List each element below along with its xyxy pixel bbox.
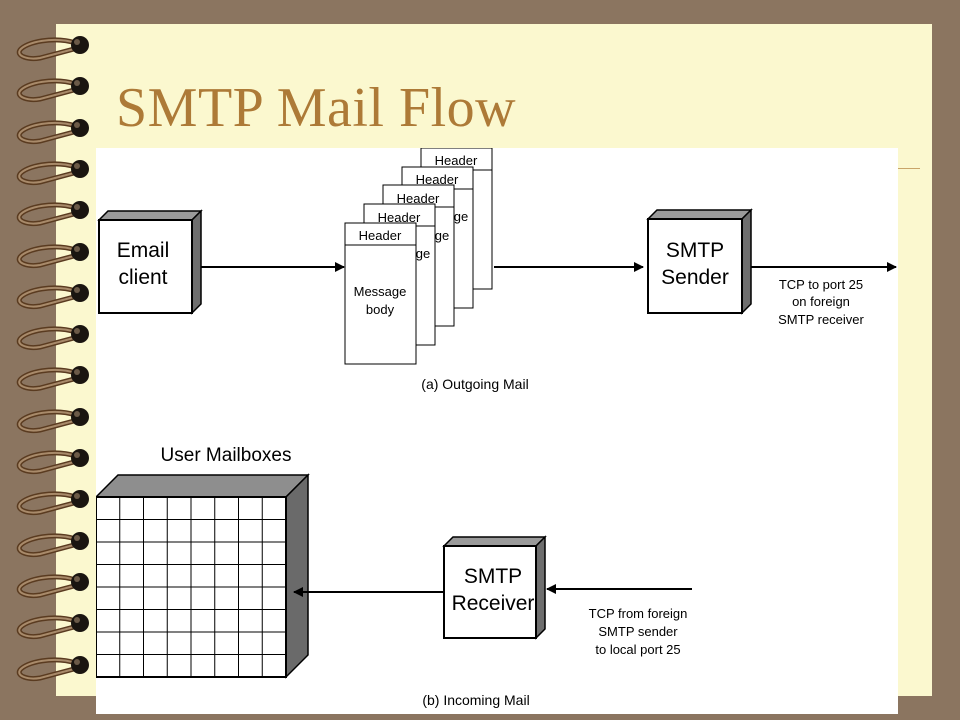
spiral-ring bbox=[16, 283, 89, 309]
spiral-ring bbox=[16, 325, 89, 351]
incoming-tcp-note-1: TCP from foreign bbox=[589, 606, 688, 621]
message-body-label-2: body bbox=[366, 302, 395, 317]
outgoing-caption: (a) Outgoing Mail bbox=[421, 376, 528, 392]
spiral-ring bbox=[16, 366, 89, 392]
email-client-label-1: Email bbox=[117, 239, 170, 262]
smtp-sender-label-2: Sender bbox=[661, 266, 729, 289]
spiral-ring bbox=[16, 614, 89, 640]
user-mailboxes-label: User Mailboxes bbox=[161, 445, 292, 466]
smtp-diagram-figure: Email client Header Header ge bbox=[96, 148, 898, 714]
smtp-receiver-box: SMTP Receiver bbox=[442, 535, 547, 640]
spiral-ring bbox=[16, 77, 89, 103]
outgoing-tcp-note-1: TCP to port 25 bbox=[779, 277, 863, 292]
incoming-caption: (b) Incoming Mail bbox=[422, 692, 529, 708]
incoming-tcp-note-2: SMTP sender bbox=[598, 624, 678, 639]
message-header-label: Header bbox=[397, 191, 440, 206]
smtp-diagram: Email client Header Header ge bbox=[96, 148, 897, 708]
slide-title: SMTP Mail Flow bbox=[116, 77, 517, 139]
incoming-tcp-note-3: to local port 25 bbox=[595, 642, 680, 657]
smtp-sender-label-1: SMTP bbox=[666, 239, 724, 262]
title-rule bbox=[898, 168, 920, 169]
message-body-partial: ge bbox=[435, 228, 449, 243]
user-mailboxes-grid bbox=[96, 473, 310, 679]
spiral-ring bbox=[16, 572, 89, 598]
spiral-ring bbox=[16, 490, 89, 516]
spiral-ring bbox=[16, 159, 89, 185]
spiral-ring bbox=[16, 449, 89, 474]
spiral-ring bbox=[16, 655, 89, 681]
message-body-partial: ge bbox=[454, 209, 468, 224]
message-stack: Header Header ge Header ge Hea bbox=[344, 148, 493, 365]
message-header-label: Header bbox=[435, 153, 478, 168]
outgoing-tcp-note-3: SMTP receiver bbox=[778, 312, 864, 327]
spiral-ring bbox=[16, 201, 89, 227]
spiral-ring bbox=[16, 242, 89, 268]
spiral-ring bbox=[16, 531, 89, 557]
message-body-label-1: Message bbox=[354, 284, 407, 299]
spiral-ring bbox=[16, 36, 89, 61]
message-header-label: Header bbox=[378, 210, 421, 225]
message-body-partial: ge bbox=[416, 246, 430, 261]
email-client-label-2: client bbox=[118, 266, 167, 289]
message-header-label: Header bbox=[416, 172, 459, 187]
smtp-receiver-label-2: Receiver bbox=[452, 592, 535, 615]
message-header-label: Header bbox=[359, 228, 402, 243]
message-card: Header Message body bbox=[344, 222, 417, 365]
spiral-ring bbox=[16, 407, 89, 433]
email-client-box: Email client bbox=[97, 209, 203, 315]
mailbox-cells bbox=[96, 497, 286, 677]
smtp-receiver-label-1: SMTP bbox=[464, 565, 522, 588]
outgoing-tcp-note-2: on foreign bbox=[792, 294, 850, 309]
spiral-ring bbox=[16, 118, 89, 144]
smtp-sender-box: SMTP Sender bbox=[646, 208, 753, 315]
